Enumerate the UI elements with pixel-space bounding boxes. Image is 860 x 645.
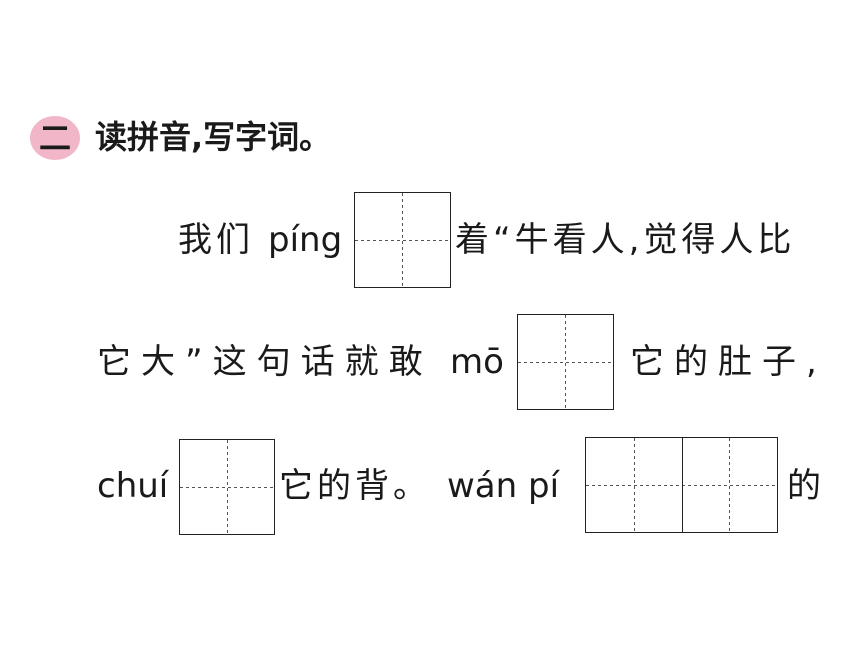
line2-suffix-text: 它的肚子, xyxy=(630,342,827,382)
answer-box-chui[interactable] xyxy=(179,439,275,535)
line2-pinyin: mō xyxy=(450,342,504,382)
answer-box-wanpi[interactable] xyxy=(585,437,778,533)
line3-suffix-text: 的 xyxy=(787,466,821,506)
line3-middle-text: 它的背。 xyxy=(279,466,431,506)
line1-pinyin: píng xyxy=(268,220,343,260)
section-number-badge: 二 xyxy=(30,116,80,160)
line2-prefix-text: 它大”这句话就敢 xyxy=(97,342,433,382)
answer-box-ping[interactable] xyxy=(354,192,451,288)
line3-pinyin-wanpi: wán pí xyxy=(447,466,560,506)
answer-box-mo[interactable] xyxy=(517,314,614,410)
section-title: 读拼音,写字词。 xyxy=(95,118,332,156)
line3-pinyin-chui: chuí xyxy=(97,466,169,506)
answer-box-divider xyxy=(681,438,683,532)
line1-suffix-text: 着“牛看人,觉得人比 xyxy=(455,220,796,260)
line1-prefix-text: 我们 xyxy=(178,220,254,260)
